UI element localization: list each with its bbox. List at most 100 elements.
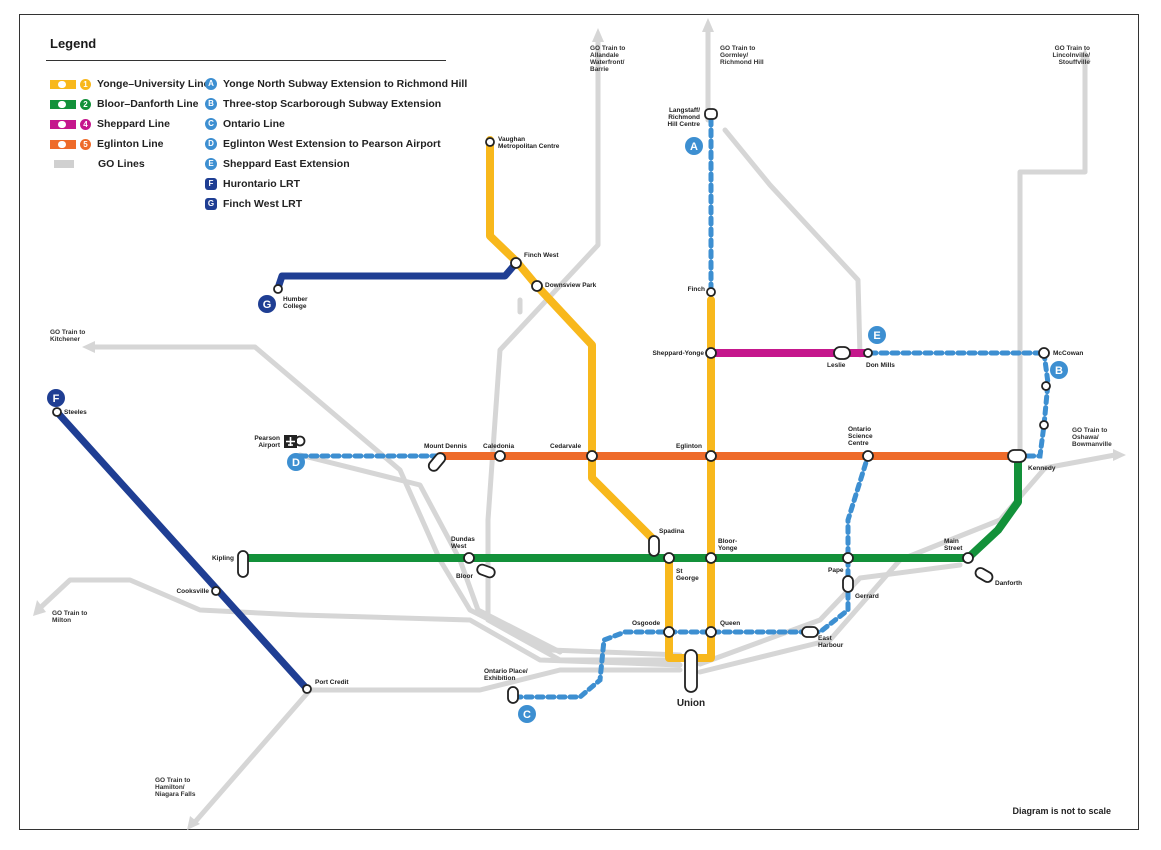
station-east-harbour xyxy=(801,626,819,638)
go-line-ur-express xyxy=(297,452,563,655)
station-danforth xyxy=(974,567,994,583)
go-line-barrie xyxy=(485,37,683,663)
station-markers xyxy=(52,108,1051,704)
badge-g: G xyxy=(258,295,276,313)
go-arrow-oshawa xyxy=(1113,449,1126,461)
station-cedarvale xyxy=(586,450,598,462)
label-pape: Pape xyxy=(828,567,844,574)
project-letter-icon: D xyxy=(205,138,217,150)
legend-project-g: G Finch West LRT xyxy=(205,198,302,210)
scarborough-extension xyxy=(1017,350,1051,459)
go-line-richmond-hill-rail xyxy=(722,127,863,358)
station-kennedy xyxy=(1007,449,1027,463)
station-sheppard-yonge xyxy=(705,347,717,359)
legend-title: Legend xyxy=(50,36,97,51)
legend-rule xyxy=(46,60,446,61)
legend-project-a: A Yonge North Subway Extension to Richmo… xyxy=(205,78,467,90)
svg-text:A: A xyxy=(690,141,698,153)
label-bloor: Bloor xyxy=(456,573,473,580)
label-union: Union xyxy=(677,698,705,709)
label-gerrard: Gerrard xyxy=(855,593,879,600)
station-spadina xyxy=(648,535,660,557)
legend-label: GO Lines xyxy=(98,158,145,170)
station-st-george xyxy=(663,552,675,564)
label-cooksville: Cooksville xyxy=(176,588,209,595)
go-arrows xyxy=(33,18,1126,830)
label-danforth: Danforth xyxy=(995,580,1022,587)
station-queen xyxy=(705,626,717,638)
station-kipling xyxy=(237,550,249,578)
label-cedarvale: Cedarvale xyxy=(550,443,581,450)
label-kipling: Kipling xyxy=(212,555,234,562)
station-leslie xyxy=(833,346,851,360)
svg-text:E: E xyxy=(873,330,880,342)
station-vaughan xyxy=(485,137,495,147)
svg-text:G: G xyxy=(263,299,272,311)
station-mount-dennis xyxy=(427,452,447,472)
svg-text:F: F xyxy=(53,393,60,405)
hurontario-lrt-line xyxy=(53,408,311,693)
svg-text:C: C xyxy=(523,709,531,721)
project-letter-icon: E xyxy=(205,158,217,170)
go-arrow-niagara xyxy=(187,816,200,830)
station-union xyxy=(684,649,698,693)
project-letter-icon: A xyxy=(205,78,217,90)
station-don-mills xyxy=(863,348,873,358)
station-mid-1 xyxy=(1041,381,1051,391)
station-downsview-park xyxy=(531,280,543,292)
go-arrow-kitchener xyxy=(82,341,95,353)
badge-c: C xyxy=(518,705,536,723)
sheppard-line-swatch xyxy=(50,119,76,129)
legend-item-eglinton: 5 Eglinton Line xyxy=(50,138,164,150)
station-bloor xyxy=(476,563,496,579)
station-bloor-yonge xyxy=(705,552,717,564)
yonge-line-swatch xyxy=(50,79,76,89)
go-line-stouffville xyxy=(1017,57,1088,458)
legend-label: Yonge North Subway Extension to Richmond… xyxy=(223,78,468,90)
station-humber-college xyxy=(273,284,283,294)
station-mid-2 xyxy=(1039,420,1049,430)
legend-label: Hurontario LRT xyxy=(223,178,300,190)
go-line-lakeshore-west xyxy=(192,667,683,825)
station-gerrard xyxy=(842,575,854,593)
go-arrow-stouffville xyxy=(1079,48,1091,62)
station-finch-west xyxy=(510,257,522,269)
legend-label: Eglinton Line xyxy=(97,138,164,150)
label-exhibition: Ontario Place/Exhibition xyxy=(484,668,528,682)
bloor-line-swatch xyxy=(50,99,76,109)
station-mccowan xyxy=(1038,347,1050,359)
go-arrow-richmond-hill xyxy=(702,18,714,32)
label-eglinton: Eglinton xyxy=(676,443,702,450)
station-osgoode xyxy=(663,626,675,638)
station-eglinton xyxy=(705,450,717,462)
label-sheppard-yonge: Sheppard-Yonge xyxy=(652,350,704,357)
label-mount-dennis: Mount Dennis xyxy=(424,443,467,450)
station-cooksville xyxy=(211,586,221,596)
legend-project-d: D Eglinton West Extension to Pearson Air… xyxy=(205,138,441,150)
project-letter-icon: G xyxy=(205,198,217,210)
station-main-street xyxy=(962,552,974,564)
label-osgoode: Osgoode xyxy=(632,620,661,627)
legend-project-f: F Hurontario LRT xyxy=(205,178,300,190)
legend-label: Yonge–University Line xyxy=(97,78,210,90)
project-letter-icon: F xyxy=(205,178,217,190)
label-finch: Finch xyxy=(688,286,705,293)
legend-label: Sheppard East Extension xyxy=(223,158,350,170)
go-line-swatch xyxy=(54,160,74,168)
finch-west-lrt-line xyxy=(274,258,521,292)
legend-item-yonge: 1 Yonge–University Line xyxy=(50,78,209,90)
legend-project-c: C Ontario Line xyxy=(205,118,285,130)
label-caledonia: Caledonia xyxy=(483,443,514,450)
